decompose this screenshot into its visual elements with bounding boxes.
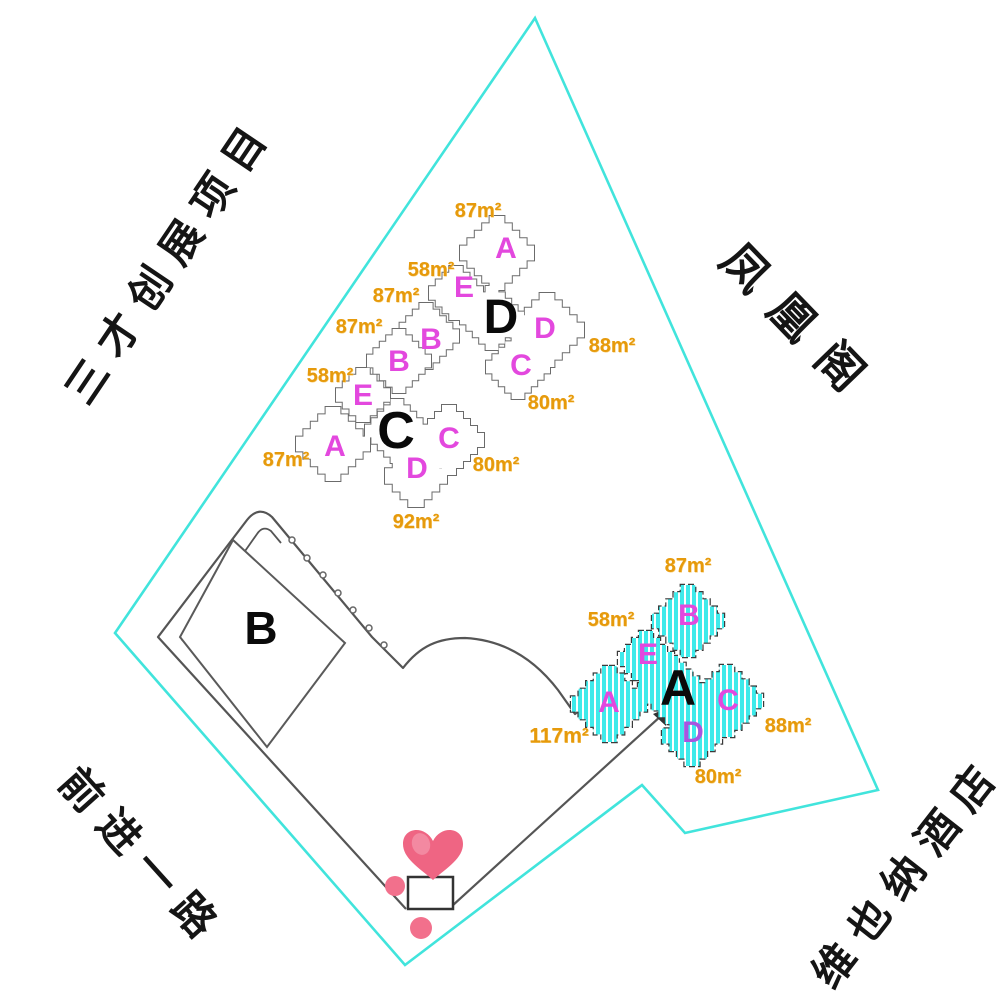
bldg-a-unit-face	[662, 706, 722, 766]
bldg-a-unit-face	[571, 666, 647, 742]
building-c-unit-c-area: 80m²	[472, 454, 520, 476]
bldg-c-unit-face	[336, 368, 390, 422]
building-c-unit-d-letter[interactable]: D	[406, 452, 428, 485]
building-d-unit-a-letter[interactable]: A	[495, 232, 517, 265]
fence-dots	[288, 536, 388, 649]
building-c-unit-a-area: 87m²	[262, 449, 310, 471]
bldg-c-unit-face	[385, 445, 447, 507]
building-a-unit-a-area: 117m²	[529, 724, 589, 748]
building-d-unit-b-area: 87m²	[372, 285, 420, 307]
bldg-d-unit-face	[486, 335, 551, 399]
building-d-label[interactable]: D	[483, 291, 519, 344]
building-c-unit-e-letter[interactable]: E	[352, 379, 374, 412]
building-a-unit-d-letter[interactable]: D	[682, 716, 704, 749]
building-d-unit-d-letter[interactable]: D	[534, 312, 556, 345]
project-boundary-outline	[113, 15, 880, 967]
building-d-unit-d-area: 88m²	[588, 335, 636, 357]
building-c-label[interactable]: C	[377, 402, 415, 460]
building-a-unit-d-area: 80m²	[694, 766, 742, 788]
building-c-unit-d-area: 92m²	[392, 511, 440, 533]
pink-dot-bottom	[410, 917, 432, 939]
parcel-outline	[156, 510, 592, 910]
building-a-unit-a-letter[interactable]: A	[598, 686, 620, 719]
building-c-unit-a-letter[interactable]: A	[324, 430, 346, 463]
building-d-unit-a-area: 87m²	[454, 200, 502, 222]
building-a-fill	[571, 585, 764, 766]
building-d-unit-b-letter[interactable]: B	[420, 323, 442, 356]
pink-dot-left	[385, 876, 405, 896]
building-a-unit-c-letter[interactable]: C	[717, 684, 739, 717]
building-a-unit-b-letter[interactable]: B	[678, 599, 700, 632]
building-a-unit-b-area: 87m²	[664, 555, 712, 577]
heart-highlight	[411, 833, 431, 855]
building-b-shape[interactable]	[178, 538, 347, 749]
bldg-c-unit-face	[367, 329, 431, 393]
building-a-unit-c-area: 88m²	[764, 715, 812, 737]
building-d-unit-e-area: 58m²	[407, 259, 455, 281]
access-road-line	[451, 714, 663, 907]
entrance-rect	[406, 875, 455, 911]
building-d-fill	[392, 216, 585, 399]
building-d-unit-e-letter[interactable]: E	[453, 271, 475, 304]
bldg-d-unit-face	[460, 216, 535, 290]
building-c-unit-b-area: 87m²	[335, 316, 383, 338]
parcel-inner-line	[181, 527, 282, 642]
bldg-d-unit-face	[460, 286, 524, 350]
building-c-unit-c-letter[interactable]: C	[438, 422, 460, 455]
building-c-unit-b-letter[interactable]: B	[388, 345, 410, 378]
bldg-a-unit-face	[690, 665, 764, 738]
building-d-unit-c-area: 80m²	[527, 392, 575, 414]
bldg-a-unit-face	[651, 585, 725, 658]
building-a-label[interactable]: A	[659, 660, 697, 716]
building-a-unit-e-letter[interactable]: E	[637, 638, 659, 671]
building-c-unit-e-area: 58m²	[306, 365, 354, 387]
building-b-label[interactable]: B	[244, 602, 278, 654]
building-a-unit-e-area: 58m²	[587, 609, 635, 631]
building-c-fill	[296, 329, 484, 507]
building-d-unit-c-letter[interactable]: C	[510, 349, 532, 382]
bldg-c-unit-face	[296, 407, 370, 481]
heart-icon	[403, 830, 463, 880]
